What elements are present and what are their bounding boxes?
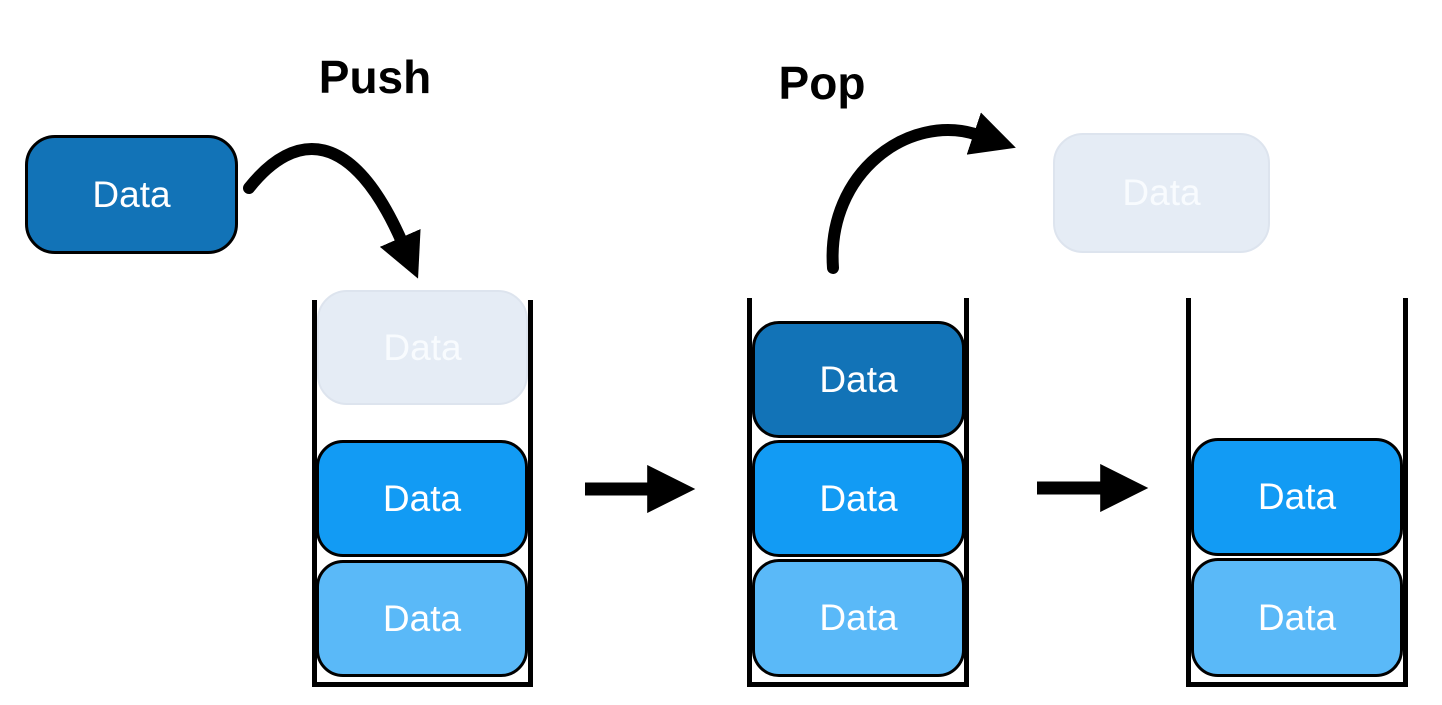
pop-label: Pop — [778, 57, 866, 109]
stack3-slot-light: Data — [1191, 558, 1403, 677]
stack1-slot-medium: Data — [316, 440, 528, 557]
push-curved-arrow — [243, 143, 421, 279]
pop-curved-arrow — [826, 112, 1016, 274]
stack2-slot-dark: Data — [752, 321, 965, 438]
incoming-data-box: Data — [25, 135, 238, 254]
stack1-slot-ghost: Data — [317, 290, 528, 405]
stack3-slot-medium: Data — [1191, 438, 1403, 556]
popped-data-box: Data — [1053, 133, 1270, 253]
stack-container-after-push — [747, 298, 969, 687]
stack2-slot-medium: Data — [752, 440, 965, 557]
stack1-slot-light: Data — [316, 560, 528, 677]
stack-container-after-pop — [1186, 298, 1408, 687]
stack-container-during-push — [312, 300, 533, 687]
stack2-slot-light: Data — [752, 559, 965, 677]
push-label: Push — [318, 51, 432, 103]
